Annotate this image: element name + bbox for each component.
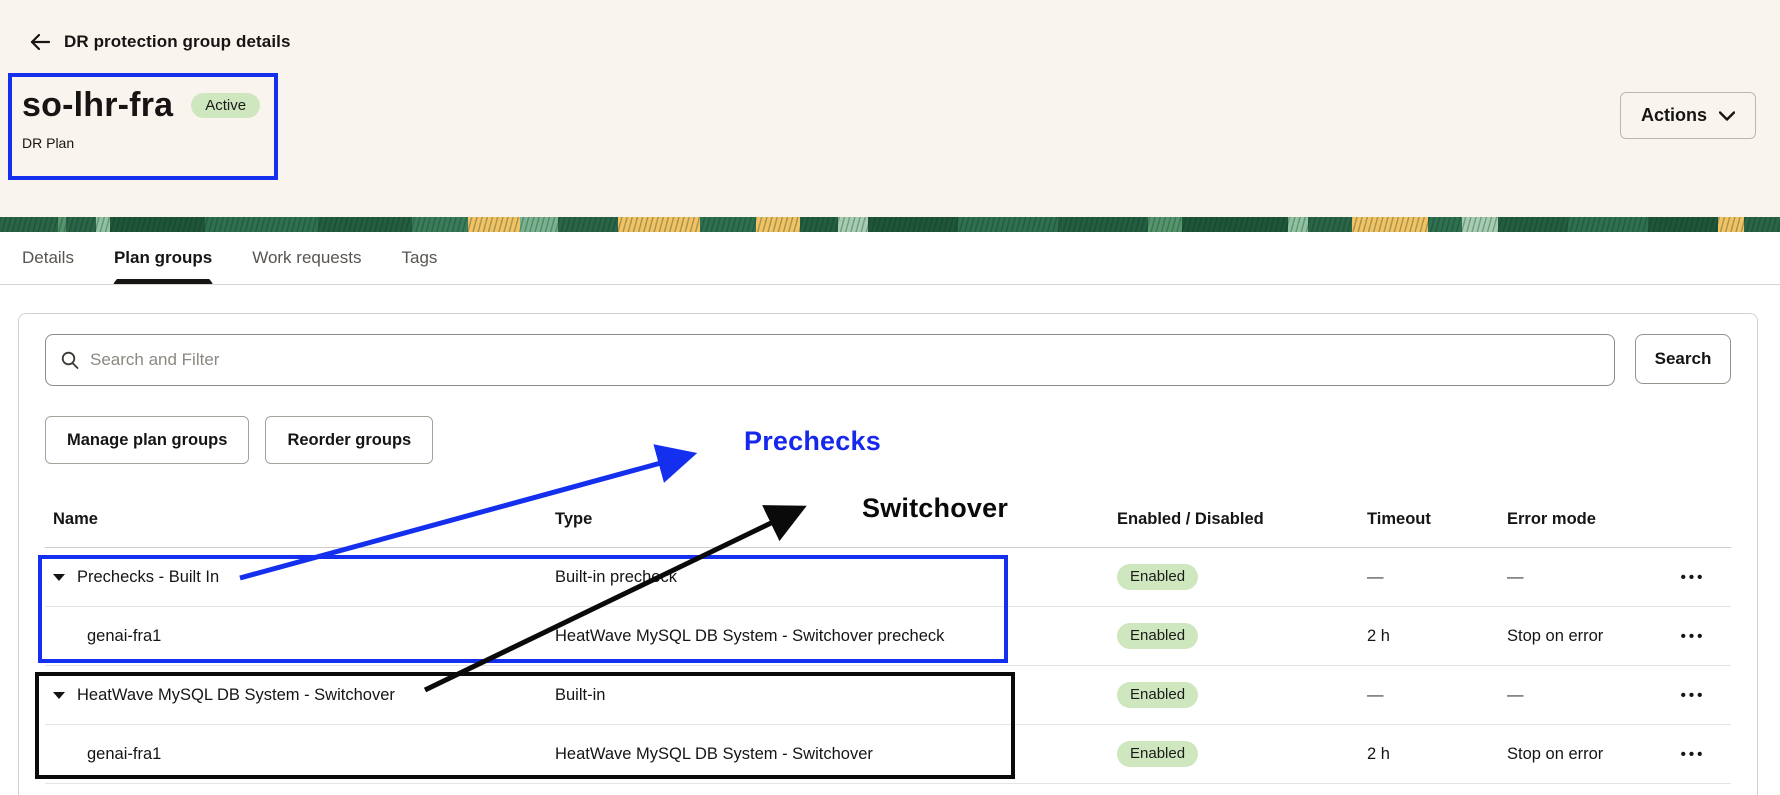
- enabled-badge: Enabled: [1117, 681, 1199, 709]
- column-header-error-mode: Error mode: [1507, 509, 1596, 528]
- error-mode-value: Stop on error: [1507, 626, 1604, 645]
- timeout-value: 2 h: [1367, 626, 1390, 645]
- search-icon: [61, 351, 79, 369]
- column-header-name: Name: [53, 509, 98, 528]
- column-header-timeout: Timeout: [1367, 509, 1431, 528]
- tab-bar: Details Plan groups Work requests Tags: [0, 232, 1780, 285]
- column-header-enabled: Enabled / Disabled: [1117, 509, 1264, 528]
- enabled-badge: Enabled: [1117, 622, 1199, 650]
- row-actions-menu-icon[interactable]: [1681, 687, 1706, 704]
- plan-step-type: HeatWave MySQL DB System - Switchover: [555, 744, 873, 763]
- table-row-prechecks-group[interactable]: Prechecks - Built In Built-in precheck E…: [45, 548, 1731, 607]
- plan-group-name: Prechecks - Built In: [77, 567, 220, 586]
- tab-work-requests[interactable]: Work requests: [252, 248, 362, 267]
- error-mode-value: Stop on error: [1507, 744, 1604, 763]
- tab-tags[interactable]: Tags: [401, 248, 438, 267]
- table-row-switchover-group[interactable]: HeatWave MySQL DB System - Switchover Bu…: [45, 666, 1731, 725]
- table-row-switchover-step[interactable]: genai-fra1 HeatWave MySQL DB System - Sw…: [45, 725, 1731, 784]
- row-actions-menu-icon[interactable]: [1681, 628, 1706, 645]
- plan-groups-table: Name Type Enabled / Disabled Timeout Err…: [45, 491, 1731, 784]
- manage-plan-groups-button[interactable]: Manage plan groups: [45, 416, 250, 464]
- back-arrow-icon[interactable]: [28, 30, 52, 54]
- search-input-wrapper: [45, 334, 1615, 386]
- plan-group-type: Built-in precheck: [555, 567, 677, 586]
- timeout-value: —: [1367, 567, 1384, 586]
- plan-step-type: HeatWave MySQL DB System - Switchover pr…: [555, 626, 945, 645]
- actions-button[interactable]: Actions: [1620, 92, 1756, 139]
- status-badge: Active: [191, 93, 261, 118]
- table-header-row: Name Type Enabled / Disabled Timeout Err…: [45, 491, 1731, 548]
- row-actions-menu-icon[interactable]: [1681, 569, 1706, 586]
- error-mode-value: —: [1507, 685, 1524, 704]
- plan-group-name: HeatWave MySQL DB System - Switchover: [77, 685, 395, 704]
- breadcrumb[interactable]: DR protection group details: [28, 30, 291, 54]
- enabled-badge: Enabled: [1117, 563, 1199, 591]
- timeout-value: 2 h: [1367, 744, 1390, 763]
- search-button[interactable]: Search: [1635, 334, 1731, 384]
- caret-down-icon[interactable]: [53, 573, 65, 581]
- actions-button-label: Actions: [1640, 105, 1707, 125]
- plan-step-name: genai-fra1: [87, 626, 162, 645]
- search-input[interactable]: [90, 350, 1600, 370]
- plan-group-type: Built-in: [555, 685, 606, 704]
- page-header: DR protection group details so-lhr-fra A…: [0, 0, 1780, 217]
- tab-details[interactable]: Details: [22, 248, 74, 267]
- decorative-banner: [0, 217, 1780, 232]
- page-subtitle: DR Plan: [22, 135, 75, 151]
- row-actions-menu-icon[interactable]: [1681, 746, 1706, 763]
- enabled-badge: Enabled: [1117, 740, 1199, 768]
- page-title: so-lhr-fra: [22, 86, 174, 124]
- plan-step-name: genai-fra1: [87, 744, 162, 763]
- timeout-value: —: [1367, 685, 1384, 704]
- error-mode-value: —: [1507, 567, 1524, 586]
- caret-down-icon[interactable]: [53, 691, 65, 699]
- reorder-groups-button[interactable]: Reorder groups: [265, 416, 434, 464]
- plan-groups-panel: Search Manage plan groups Reorder groups…: [18, 313, 1758, 795]
- column-header-type: Type: [555, 509, 593, 528]
- table-row-prechecks-step[interactable]: genai-fra1 HeatWave MySQL DB System - Sw…: [45, 607, 1731, 666]
- chevron-down-icon: [1719, 110, 1735, 121]
- back-label: DR protection group details: [64, 32, 291, 51]
- tab-plan-groups[interactable]: Plan groups: [114, 232, 212, 284]
